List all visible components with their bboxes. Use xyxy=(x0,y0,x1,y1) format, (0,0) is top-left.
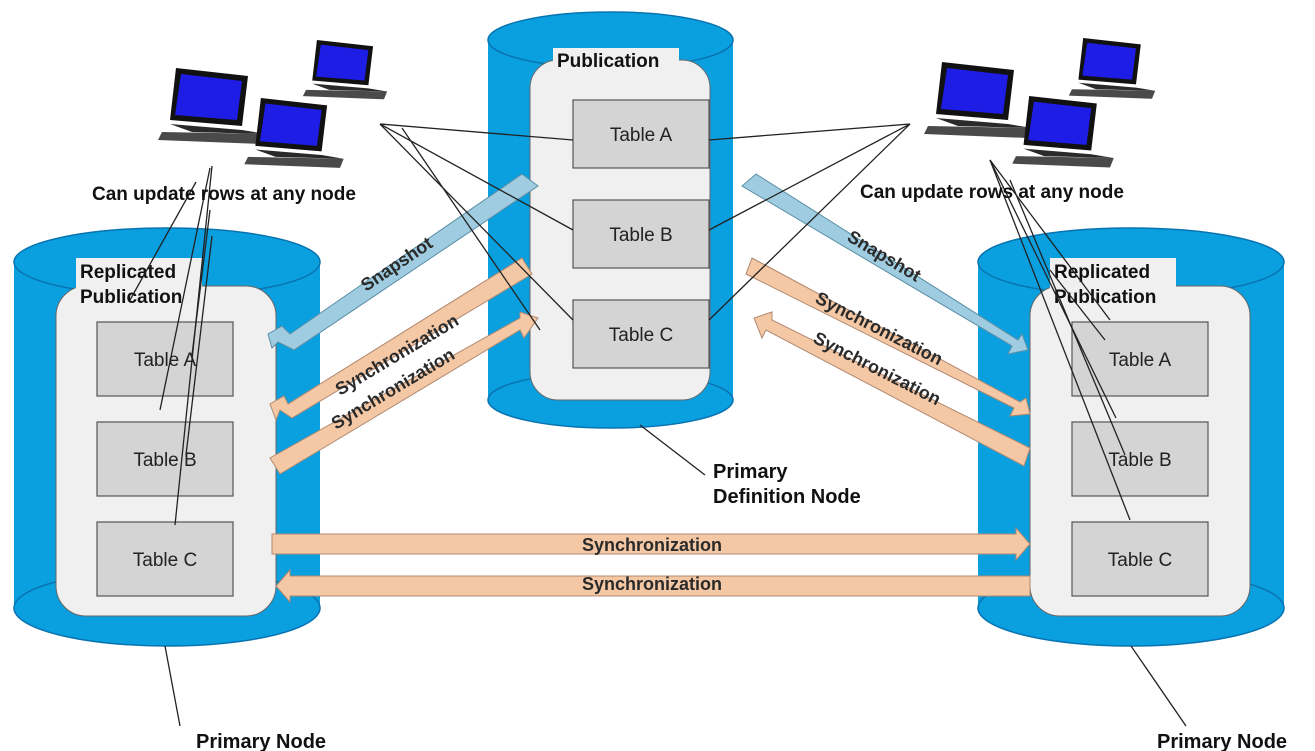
left-table-c-label: Table C xyxy=(133,550,197,571)
left-snapshot-label: Snapshot xyxy=(357,233,436,295)
right-laptop-2 xyxy=(1068,38,1156,99)
left-node-label: Primary Node xyxy=(196,731,326,751)
right-table-c xyxy=(1071,521,1209,597)
right-table-a-label: Table A xyxy=(1109,350,1172,371)
left-table-b xyxy=(96,421,234,497)
center-publication-label-bg xyxy=(553,48,679,72)
right-update-note: Can update rows at any node xyxy=(860,182,1124,203)
right-node-label: Primary Node xyxy=(1157,731,1287,751)
right-table-b xyxy=(1071,421,1209,497)
left-laptop-1 xyxy=(158,68,266,144)
laptop-icon xyxy=(244,98,344,168)
center-table-c-label: Table C xyxy=(609,325,673,346)
center-table-b xyxy=(572,199,710,269)
laptop-icon xyxy=(158,68,266,144)
left-laptop-2 xyxy=(302,40,388,100)
right-snapshot-label: Snapshot xyxy=(844,226,925,285)
bottom-sync-arrow-right: Synchronization xyxy=(271,526,1031,562)
right-table-b-label: Table B xyxy=(1108,450,1171,471)
right-laptop-1 xyxy=(924,62,1032,138)
center-node-label-line2: Definition Node xyxy=(713,486,861,508)
center-publication-label: Publication xyxy=(557,51,659,72)
center-node-label-line1: Primary xyxy=(713,461,788,483)
left-laptop-3 xyxy=(244,98,344,168)
laptop-icon xyxy=(924,62,1032,138)
left-table-b-label: Table B xyxy=(133,450,196,471)
left-publication-label-line1: Replicated xyxy=(80,262,176,283)
center-table-b-label: Table B xyxy=(609,225,672,246)
right-publication-label-line2: Publication xyxy=(1054,287,1156,308)
right-table-c-label: Table C xyxy=(1108,550,1172,571)
bottom-sync-arrow-left: Synchronization xyxy=(275,568,1031,604)
bottom-sync-label-lower: Synchronization xyxy=(582,574,722,594)
right-publication-label-bg xyxy=(1050,258,1176,308)
center-table-a xyxy=(572,99,710,169)
laptop-icon xyxy=(1068,38,1156,99)
left-table-c xyxy=(96,521,234,597)
laptop-icon xyxy=(302,40,388,100)
center-table-c xyxy=(572,299,710,369)
center-database: Publication Table A Table B Table C xyxy=(487,11,734,429)
left-table-a-label: Table A xyxy=(134,350,197,371)
right-database: Replicated Publication Table A Table B T… xyxy=(977,227,1285,647)
center-table-a-label: Table A xyxy=(610,125,673,146)
right-laptop-3 xyxy=(1012,96,1114,168)
left-database: Replicated Publication Table A Table B T… xyxy=(13,227,321,647)
bottom-sync-label-upper: Synchronization xyxy=(582,535,722,555)
connector-lines xyxy=(129,123,1187,727)
left-update-note: Can update rows at any node xyxy=(92,184,356,205)
laptop-icon xyxy=(1012,96,1114,168)
